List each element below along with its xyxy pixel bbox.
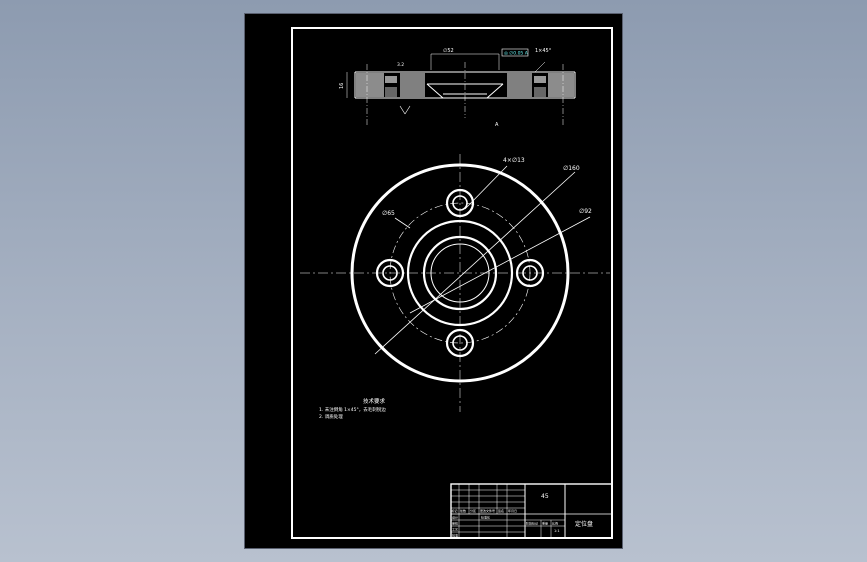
tb-row-review: 审核 xyxy=(452,521,458,526)
tb-row-process: 工艺 xyxy=(452,527,458,532)
bolt-hole-bottom xyxy=(445,328,475,358)
tb-scale-value: 1:1 xyxy=(554,529,560,533)
tolerance-frame-text: ◎ ∅0.05 A xyxy=(504,51,529,57)
section-hatch-left xyxy=(356,73,384,97)
tb-row-design: 设计 xyxy=(452,515,458,520)
bolt-hole-right xyxy=(515,258,545,288)
bolt-hole-top xyxy=(445,188,475,218)
notes-line-1: 1. 未注倒角 1×45°，去毛刺锐边 xyxy=(319,406,386,413)
tb-material: 45 xyxy=(541,493,549,500)
tolerance-frame xyxy=(501,48,529,57)
tb-stage-label: 阶段标记 xyxy=(526,521,538,526)
pitch-circle xyxy=(389,202,531,344)
outer-circle xyxy=(350,163,570,383)
boss-inner xyxy=(422,235,498,311)
dim-chamfer: 1×45° xyxy=(535,48,552,54)
tb-std-label: 标准化 xyxy=(481,515,490,520)
section-hatch-right xyxy=(507,73,532,97)
plan-view xyxy=(300,154,610,412)
title-block xyxy=(450,483,613,539)
technical-notes: 技术要求 1. 未注倒角 1×45°，去毛刺锐边 2. 调质处理 xyxy=(319,397,386,420)
datum-label: A xyxy=(495,122,499,128)
cad-drawing: ∅52 ◎ ∅0.05 A 1×45° 16 3.2 A xyxy=(291,27,613,539)
dim-height: 16 xyxy=(339,83,345,89)
inner-border xyxy=(291,27,613,539)
tb-col-header-4: 更改文件号 xyxy=(480,508,495,513)
tb-col-header-6: 年月日 xyxy=(508,508,517,513)
drawing-sheet: ∅52 ◎ ∅0.05 A 1×45° 16 3.2 A xyxy=(244,13,623,549)
tb-col-header-5: 签名 xyxy=(498,508,504,513)
tb-col-header-3: 分区 xyxy=(470,508,476,513)
tb-scale-label: 比例 xyxy=(552,521,558,526)
section-view xyxy=(346,53,576,126)
boss-outer xyxy=(406,219,514,327)
tb-row-approve: 批准 xyxy=(452,533,458,538)
dim-inner: ∅92 xyxy=(579,208,592,215)
roughness-mark: 3.2 xyxy=(397,62,404,68)
bore xyxy=(430,243,490,303)
dim-holes: 4×∅13 xyxy=(503,157,525,164)
tb-weight-label: 重量 xyxy=(542,521,548,526)
dim-pcd: ∅65 xyxy=(382,210,395,217)
dim-outer: ∅160 xyxy=(563,165,580,172)
tb-part-name: 定位盘 xyxy=(575,520,593,528)
bolt-hole-left xyxy=(375,258,405,288)
notes-line-2: 2. 调质处理 xyxy=(319,413,343,420)
dim-top: ∅52 xyxy=(443,48,454,54)
notes-title: 技术要求 xyxy=(363,397,386,405)
tb-col-header-2: 处数 xyxy=(460,508,466,513)
tb-col-header-1: 标记 xyxy=(452,508,458,513)
